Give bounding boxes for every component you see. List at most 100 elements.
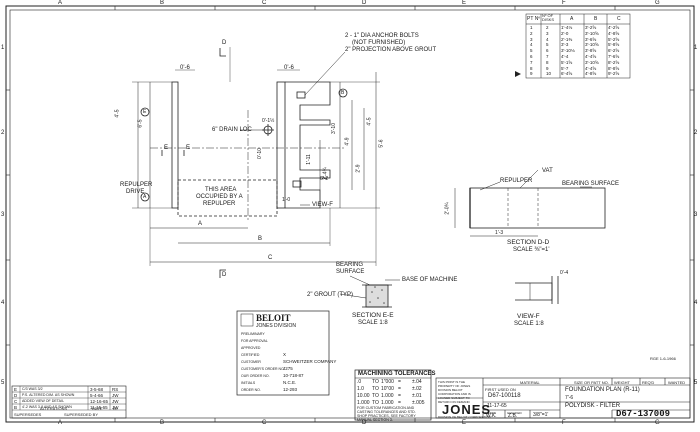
dim-b: B xyxy=(258,236,263,242)
size-table-cell: 3'-3 xyxy=(561,42,569,48)
section-ee-scale: SCALE 1:8 xyxy=(358,320,388,326)
size-table-cell: 3'-6⅝ xyxy=(585,36,597,42)
beloit-logo-subtitle: JONES DIVISION xyxy=(256,323,297,329)
zone-letter-f: F xyxy=(562,0,566,6)
zone-number-2: 2 xyxy=(1,130,5,136)
area-note-line1: THIS AREA xyxy=(205,187,237,193)
revision-cell: B xyxy=(14,405,18,410)
section-mark-e-right: E xyxy=(186,145,191,151)
beloit-logo-title: BELOIT xyxy=(256,313,291,323)
size-table-cell: 3'-10⅝ xyxy=(585,30,599,36)
anchor-note-line3: 2" PROJECTION ABOVE GROUT xyxy=(345,47,437,53)
beloit-field-label: CUSTOMER'S ORDER NO. xyxy=(241,367,285,371)
beloit-field-label: CERTIFIED xyxy=(241,353,260,357)
beloit-field-label: APPROVED xyxy=(241,346,261,350)
tolerance-cell: = xyxy=(398,400,401,406)
size-table-cell: 3 xyxy=(530,36,533,42)
beloit-field-label: CUSTOMER xyxy=(241,360,261,364)
drawing-number: D67-137009 xyxy=(616,409,671,419)
revision-cell: RS xyxy=(112,387,119,392)
revision-cell: P.S. ALTERED DIM. AS SHOWN xyxy=(22,393,75,397)
title-block-size: SIZE OR PATT NO. xyxy=(574,380,609,385)
dim-a: A xyxy=(198,221,203,227)
zone-letter-b-bottom: B xyxy=(160,420,165,426)
revision-footer-by: BY xyxy=(113,406,119,411)
size-table-cell: 1'-4⅛ xyxy=(561,25,573,30)
dim-6-2: 6'-2 xyxy=(320,176,329,182)
size-table-cell: 3'-10⅛ xyxy=(561,48,575,54)
tolerance-cell: TO xyxy=(372,400,379,406)
tolerance-cell: TO xyxy=(372,393,379,399)
zone-letter-g-bottom: G xyxy=(655,420,660,426)
beloit-field-label: ORDER NO. xyxy=(241,388,261,392)
dim-top-right: 0'-6 xyxy=(284,65,294,71)
revision-footer-date: DATE xyxy=(92,406,103,411)
beloit-field-label: OUR ORDER NO. xyxy=(241,374,270,378)
tolerance-cell: ±.01 xyxy=(412,393,422,399)
size-table-cell: 2 xyxy=(530,30,533,36)
section-ee-grout: 2" GROUT (TYP) xyxy=(307,292,354,298)
revision-cell: ADDED VIEW OF DETAIL xyxy=(22,399,65,403)
tolerance-cell: = xyxy=(398,393,401,399)
beloit-field-value: X xyxy=(283,352,287,357)
tolerance-cell: TO xyxy=(372,379,379,385)
dim-0-1-half: 0'-1½ xyxy=(262,118,275,124)
size-table-cell: 2'-1⅜ xyxy=(561,36,573,42)
tolerance-cell: 1.0 xyxy=(357,386,364,392)
size-table-cell: 7 xyxy=(546,54,549,59)
size-table-cell: 8 xyxy=(546,59,549,65)
size-table-cell: 2'-0 xyxy=(561,30,569,36)
zone-letter-a-bottom: A xyxy=(58,420,63,426)
section-ee-base: BASE OF MACHINE xyxy=(402,277,458,283)
tolerance-cell: ±.02 xyxy=(412,386,422,392)
zone-number-3-right: 3 xyxy=(694,212,698,218)
revision-cell: JW xyxy=(112,393,119,398)
beloit-field-value: 10-718-87 xyxy=(283,373,304,378)
title-block-size-7-6: 7'-6 xyxy=(565,395,574,401)
section-dd-bearing-surface: BEARING SURFACE xyxy=(562,181,620,187)
revision-cell: 3-5-68 xyxy=(90,387,104,392)
revision-cell: JW xyxy=(112,405,119,410)
jones-logo: JONES xyxy=(442,402,492,417)
dim-4-5-right: 4'-5 xyxy=(366,117,373,126)
size-table-cell: 3'-10⅝ xyxy=(585,42,599,48)
tolerance-note-line: SHOP PRACTICES, SEE FACTORY xyxy=(357,414,416,418)
size-table-cell: 5'-2⅝ xyxy=(608,36,620,42)
size-table-cell: 1 xyxy=(530,25,533,30)
tolerance-cell: ±.04 xyxy=(412,379,422,385)
beloit-field-label: PRELIMINARY xyxy=(241,332,265,336)
title-block-first-used: D67-100118 xyxy=(488,393,521,399)
title-block-notice: THIS PRINT IS THE PROPERTY OF JONES DIVI… xyxy=(438,380,471,404)
section-ee-title: SECTION E-E xyxy=(352,312,394,319)
tolerance-cell: TO xyxy=(372,386,379,392)
size-table-cell: 4'-4 xyxy=(561,54,569,59)
size-table-cell: 4'-4⅝ xyxy=(585,65,597,71)
section-mark-d-top: D xyxy=(222,40,227,46)
size-table-cell: 5'-1⅝ xyxy=(561,59,573,65)
size-table-cell: 9 xyxy=(530,71,533,77)
size-table-cell: 9 xyxy=(546,65,549,71)
beloit-field-value: 12-293 xyxy=(283,387,298,392)
section-dd-dim-bottom: 1'-3 xyxy=(495,230,504,236)
title-block-material: MATERIAL xyxy=(520,380,540,385)
revision-cell: D xyxy=(14,393,18,398)
zone-letter-e-bottom: E xyxy=(462,420,467,426)
title-block-scale: 3/8"=1' xyxy=(533,412,549,418)
size-table-cell: 4'-8⅝ xyxy=(585,71,597,77)
size-table-cell: 6'-2⅝ xyxy=(608,48,620,54)
size-table-cell: 3'-10⅝ xyxy=(585,59,599,65)
size-table-cell: 4'-4⅝ xyxy=(585,54,597,59)
tolerance-cell: .0 xyxy=(357,379,362,385)
size-table-cell: 6 xyxy=(530,54,533,59)
tolerance-note-line: MANUAL SECTION 3. xyxy=(357,418,393,422)
zone-number-5-right: 5 xyxy=(694,380,698,386)
dim-4-5-left: 4'-5 xyxy=(114,109,121,118)
beloit-field-value: N.C.E. xyxy=(283,380,297,385)
title-block-first-used-label: FIRST USED ON xyxy=(485,387,516,392)
dim-2-9: 2'-9 xyxy=(355,164,362,173)
size-table-cell: 3'-8⅝ xyxy=(585,48,597,54)
dim-1-0: 1'-0 xyxy=(282,197,291,203)
zone-letter-a: A xyxy=(58,0,63,6)
size-table-header-disks: Nº OF DISKS xyxy=(542,13,555,22)
